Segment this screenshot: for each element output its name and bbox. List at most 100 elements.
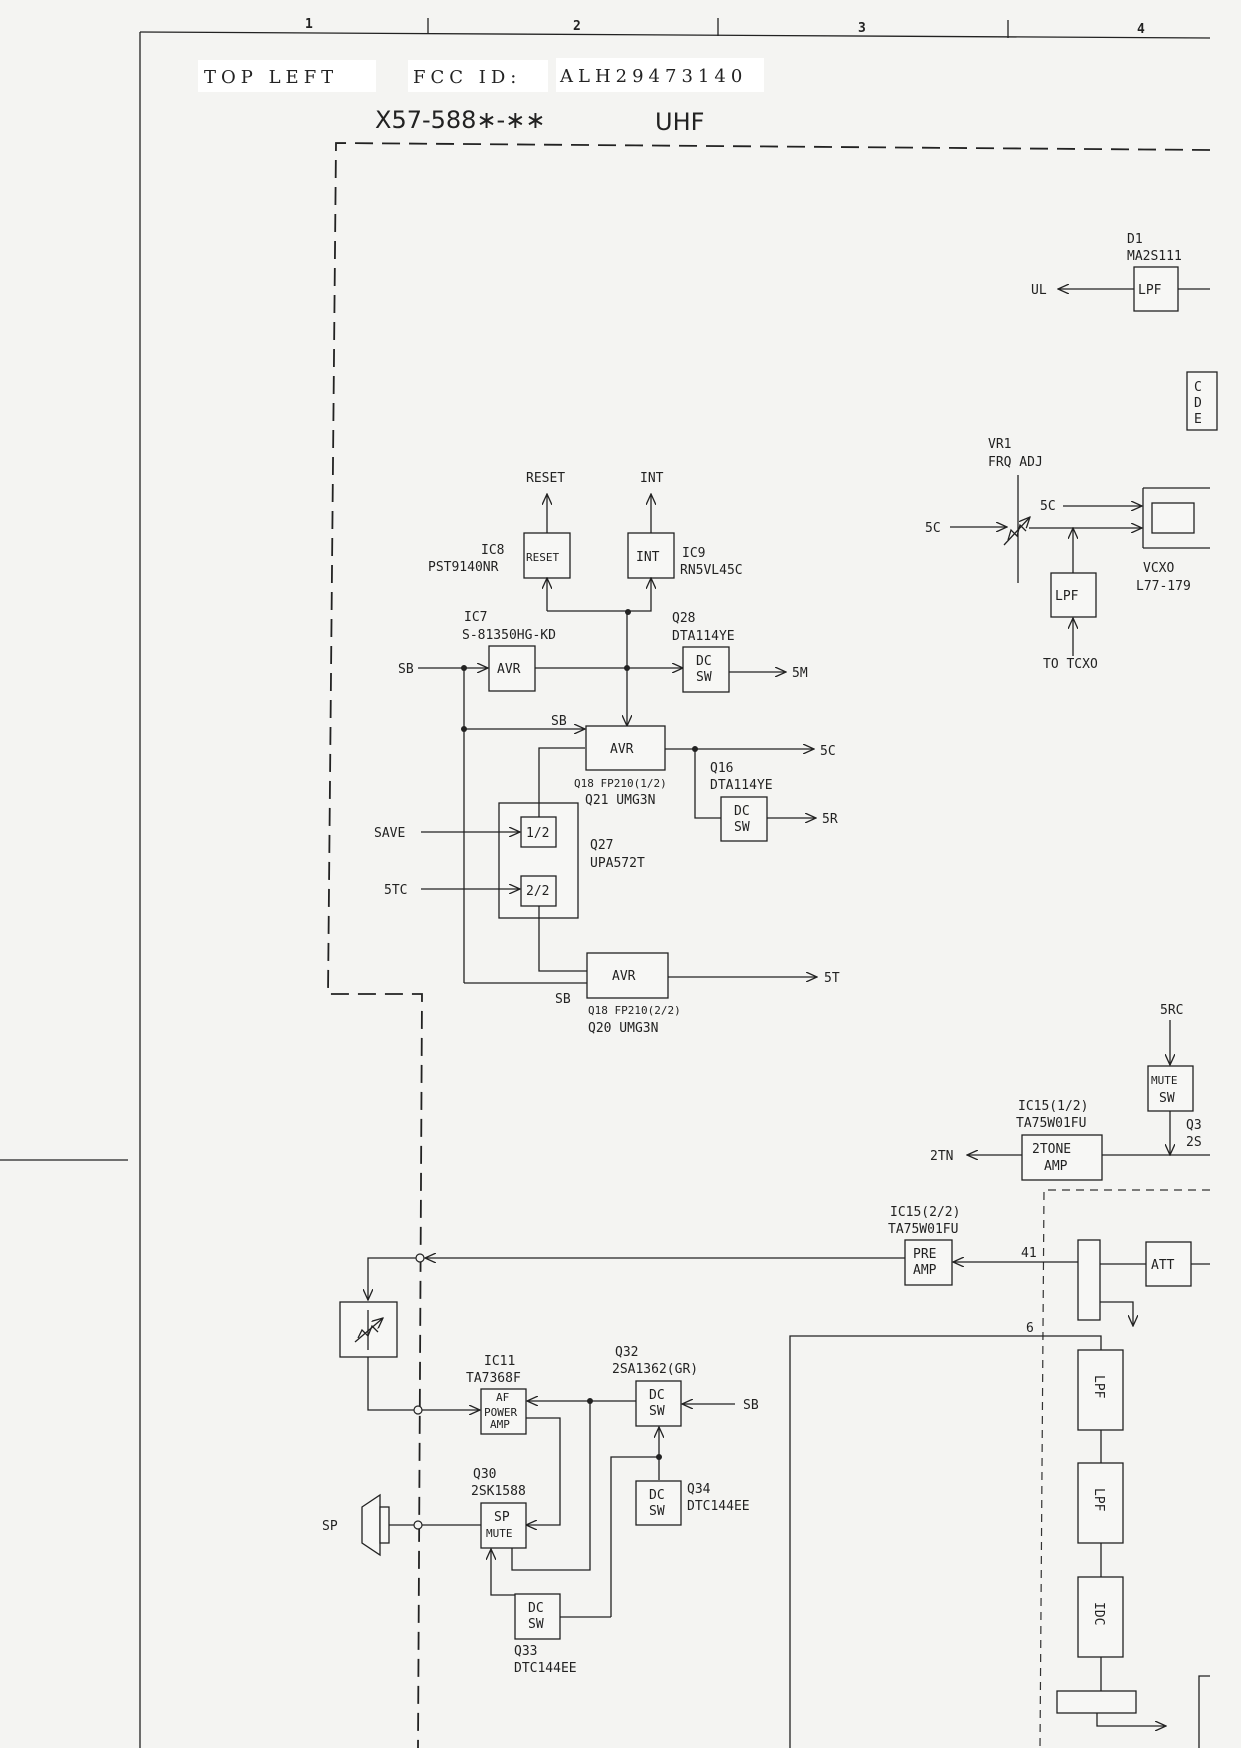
ul-label: UL [1031, 283, 1047, 298]
two-tone-amp [1021, 1134, 1103, 1181]
q16-ref: Q16 [710, 761, 733, 776]
5rc-label: 5RC [1160, 1003, 1183, 1018]
q32-ref: Q32 [615, 1345, 638, 1360]
idc-label: IDC [1091, 1602, 1106, 1625]
sb-avr2-label: SB [551, 714, 567, 729]
to-tcxo-label: TO TCXO [1043, 657, 1098, 672]
dc-sw-q16-l2: SW [734, 820, 750, 835]
q28-part: DTA114YE [672, 629, 735, 644]
dc-sw-q32-l2: SW [649, 1404, 665, 1419]
q27-half2-label: 2/2 [526, 884, 549, 899]
q3x-part: 2S [1186, 1135, 1202, 1150]
q28-ref: Q28 [672, 611, 695, 626]
ic15a-part: TA75W01FU [1016, 1116, 1086, 1131]
d1-ref: D1 [1127, 232, 1143, 247]
ic9-part: RN5VL45C [680, 563, 743, 578]
unit-outline [327, 142, 1211, 1748]
sp-mute-l1: SP [494, 1510, 510, 1525]
lpf-v1 [1077, 1349, 1124, 1431]
q30-part: 2SK1588 [471, 1484, 526, 1499]
reset-out-label: RESET [526, 471, 565, 486]
q16-part: DTA114YE [710, 778, 773, 793]
lpf-v2 [1077, 1462, 1124, 1544]
dc-sw-q32 [635, 1380, 682, 1427]
sp-mute [480, 1502, 527, 1549]
sp-mute-l2: MUTE [486, 1527, 513, 1540]
sb-q32-label: SB [743, 1398, 759, 1413]
5m-label: 5M [792, 666, 808, 681]
ic11-ref: IC11 [484, 1354, 515, 1369]
band-label: UHF [655, 108, 704, 136]
lpf-d1-label: LPF [1138, 283, 1162, 298]
ic15a-ref: IC15(1/2) [1018, 1099, 1088, 1114]
q33-part: DTC144EE [514, 1661, 577, 1676]
5c-vco-label: 5C [1040, 499, 1056, 514]
sp-label: SP [322, 1519, 338, 1534]
dc-sw-q34 [635, 1480, 682, 1526]
lpf-vr-label: LPF [1055, 589, 1079, 604]
reset-block-label: RESET [526, 551, 559, 564]
mute-sw [1147, 1065, 1194, 1112]
af-power-amp [480, 1388, 527, 1435]
int-out-label: INT [640, 471, 664, 486]
5c-out-label: 5C [820, 744, 836, 759]
dc-sw-q28-l2: SW [696, 670, 712, 685]
zone-4: 4 [1137, 22, 1145, 37]
zone-2: 2 [573, 19, 581, 34]
power-section: RESET RESET IC8 PST9140NR INT INT IC9 RN… [374, 471, 840, 1036]
dc-sw-q16-l1: DC [734, 804, 750, 819]
q27-half1-label: 1/2 [526, 826, 549, 841]
5t-label: 5T [824, 971, 840, 986]
ic9-ref: IC9 [682, 546, 705, 561]
reset-block [523, 532, 571, 579]
pin41-label: 41 [1021, 1246, 1037, 1261]
af-power-amp-l3: AMP [490, 1418, 510, 1431]
mute-sw-l2: SW [1159, 1091, 1175, 1106]
cut-block-l3: E [1194, 412, 1202, 427]
avr-q18-1 [585, 725, 666, 771]
zone-3: 3 [858, 21, 866, 36]
vcxo-crystal [1151, 502, 1195, 534]
sb-avr3-label: SB [555, 992, 571, 1007]
att-label: ATT [1151, 1258, 1175, 1273]
dc-sw-q32-l1: DC [649, 1388, 665, 1403]
position-label: TOP LEFT [204, 67, 338, 88]
q18b-ref: Q18 FP210(2/2) [588, 1004, 681, 1017]
two-tone-amp-l2: AMP [1044, 1159, 1068, 1174]
q18a-ref: Q18 FP210(1/2) [574, 777, 667, 790]
avr-q18-1-label: AVR [610, 742, 634, 757]
pre-amp-l1: PRE [913, 1247, 936, 1262]
fcc-label: FCC ID: [413, 67, 521, 88]
2tn-label: 2TN [930, 1149, 953, 1164]
vcxo-ref: VCXO [1143, 561, 1174, 576]
q27-half2 [520, 875, 557, 907]
pre-amp-l2: AMP [913, 1263, 937, 1278]
q32-part: 2SA1362(GR) [612, 1362, 698, 1377]
dc-sw-q16 [720, 796, 768, 842]
q30-ref: Q30 [473, 1467, 496, 1482]
vcxo-part: L77-179 [1136, 579, 1191, 594]
vr1-part: FRQ ADJ [988, 455, 1043, 470]
af-power-amp-l1: AF [496, 1391, 509, 1404]
ic7-ref: IC7 [464, 610, 487, 625]
fcc-id: ALH29473140 [559, 66, 747, 87]
lpf-v1-label: LPF [1091, 1375, 1106, 1399]
save-label: SAVE [374, 826, 405, 841]
af-power-amp-l2: POWER [484, 1406, 517, 1419]
dc-sw-q34-l2: SW [649, 1504, 665, 1519]
q27-half1 [520, 816, 557, 848]
zone-1: 1 [305, 17, 313, 32]
ic7-part: S-81350HG-KD [462, 628, 556, 643]
filter-chain: 6 LPF LPF IDC [789, 1321, 1210, 1748]
avr-ic7-label: AVR [497, 662, 521, 677]
ic15b-part: TA75W01FU [888, 1222, 958, 1237]
ic8-ref: IC8 [481, 543, 504, 558]
output-block [1056, 1690, 1137, 1714]
cut-block [1186, 371, 1218, 431]
speaker-icon [361, 1493, 381, 1557]
q34-ref: Q34 [687, 1482, 711, 1497]
vr1-ref: VR1 [988, 437, 1011, 452]
sheet-frame: 1 2 3 4 [0, 17, 1211, 1748]
